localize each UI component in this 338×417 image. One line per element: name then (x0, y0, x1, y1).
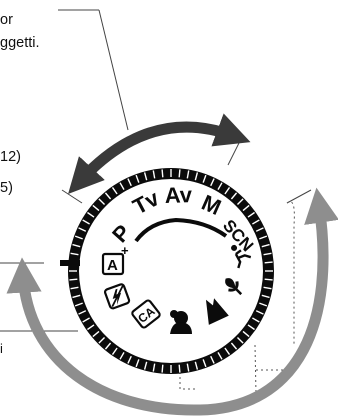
knurl-tick (261, 243, 270, 248)
knurl-tick (104, 342, 112, 350)
flash-off-icon (103, 283, 131, 310)
knurl-tick (92, 204, 100, 212)
knurl-tick (255, 227, 264, 232)
knurl-tick (119, 352, 125, 360)
knurl-tick (252, 219, 260, 225)
knurl-tick (264, 261, 273, 264)
dial-mode-a-plus: A + (101, 243, 129, 276)
rotate-arrow-bottom (6, 187, 338, 416)
knurl-tick (224, 347, 231, 355)
knurl-tick (264, 278, 273, 281)
knurl-tick (259, 302, 268, 307)
knurl-tick (252, 317, 260, 323)
knurl-tick (127, 355, 132, 364)
knurl-tick (161, 169, 164, 178)
knurl-tick (178, 169, 181, 178)
dial-index-mark (60, 260, 80, 266)
knurl-tick (186, 363, 190, 372)
portrait-icon (170, 310, 192, 334)
knurl-tick (247, 211, 255, 218)
knurl-tick (210, 355, 215, 364)
sports-icon (231, 244, 252, 269)
knurl-tick (143, 361, 148, 370)
knurl-tick (152, 363, 156, 372)
knurl-tick (261, 294, 270, 299)
knurl-tick (119, 182, 125, 190)
knurl-tick (263, 252, 272, 256)
callout-left-cut: i (0, 341, 3, 356)
knurl-tick (87, 324, 95, 331)
knurl-tick (72, 294, 81, 299)
knurl-tick (135, 359, 140, 368)
knurl-tick (178, 364, 181, 373)
knurl-tick (217, 352, 223, 360)
knurl-tick (230, 192, 238, 200)
knurl-tick (82, 317, 90, 323)
knurl-tick (98, 336, 106, 344)
knurl-tick (194, 361, 199, 370)
knurl-tick (92, 330, 100, 338)
knurl-tick (143, 172, 148, 181)
knurl-tick (242, 204, 250, 212)
knurl-tick (87, 211, 95, 218)
knurl-tick (82, 219, 90, 225)
knurl-tick (194, 172, 199, 181)
knurl-tick (135, 174, 140, 183)
rotate-arrow-top (68, 113, 251, 194)
svg-text:A: A (107, 257, 118, 274)
knurl-tick (224, 187, 231, 195)
knurl-tick (111, 347, 118, 355)
knurl-tick (230, 342, 238, 350)
callout-top-line2: ggetti. (0, 35, 40, 51)
knurl-tick (78, 227, 87, 232)
knurl-tick (74, 235, 83, 240)
knurl-tick (255, 310, 264, 315)
knurl-tick (104, 192, 112, 200)
knurl-tick (70, 286, 79, 290)
callout-mid-line1: 12) (0, 149, 21, 165)
knurl-tick (152, 170, 156, 179)
knurl-tick (98, 198, 106, 206)
knurl-tick (259, 235, 268, 240)
knurl-tick (127, 178, 132, 187)
knurl-tick (202, 359, 207, 368)
dial-mode-av: Av (164, 182, 193, 208)
knurl-tick (242, 330, 250, 338)
knurl-tick (202, 174, 207, 183)
svg-text:+: + (121, 243, 129, 258)
knurl-tick (72, 243, 81, 248)
knurl-tick (78, 310, 87, 315)
knurl-tick (186, 170, 190, 179)
dial-knurling (69, 169, 273, 373)
knurl-tick (69, 278, 78, 281)
callout-leader-top (58, 9, 129, 131)
knurl-tick (263, 286, 272, 290)
knurl-tick (74, 302, 83, 307)
knurl-tick (210, 178, 215, 187)
dial-mode-divider (134, 217, 228, 243)
knurl-tick (236, 336, 244, 344)
knurl-tick (217, 182, 223, 190)
callout-top-line1: or (0, 12, 13, 28)
landscape-icon (205, 298, 229, 325)
knurl-tick (70, 252, 79, 256)
knurl-tick (111, 187, 118, 195)
knurl-tick (236, 198, 244, 206)
knurl-tick (161, 364, 164, 373)
close-up-icon (225, 278, 243, 296)
knurl-tick (247, 324, 255, 331)
